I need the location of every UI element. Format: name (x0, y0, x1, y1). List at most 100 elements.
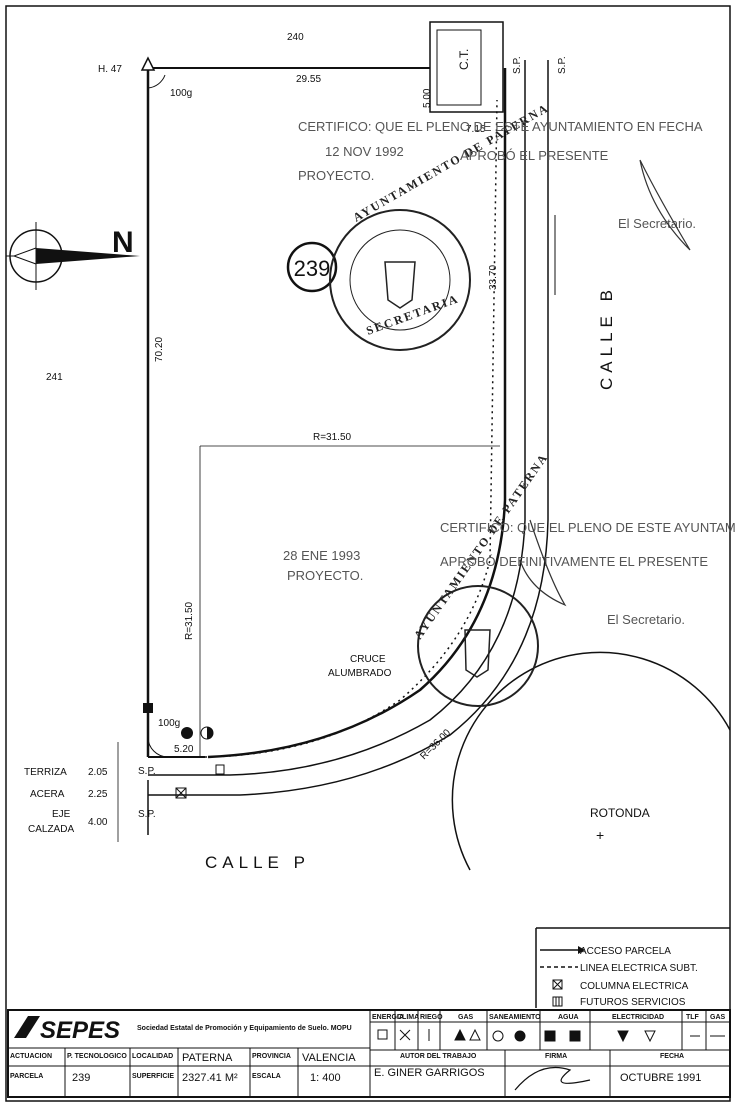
cert-date-1: 12 NOV 1992 (325, 144, 404, 159)
cert-date-2: 28 ENE 1993 (283, 548, 360, 563)
localidad-value: PATERNA (182, 1052, 233, 1064)
service-gas-1: GAS (458, 1014, 474, 1021)
service-energia: ENERGIA (372, 1014, 404, 1021)
service-tlf: TLF (686, 1014, 700, 1021)
half-circle-fill (207, 727, 213, 739)
sp-label-2: S.P. (557, 56, 568, 74)
dim-top: 29.55 (296, 74, 321, 85)
service-electricidad: ELECTRICIDAD (612, 1014, 664, 1021)
provincia-value: VALENCIA (302, 1052, 356, 1064)
actuacion-value: P. TECNOLOGICO (67, 1053, 127, 1060)
road-lines (147, 60, 556, 835)
street-east: CALLE B (597, 285, 616, 390)
cert-project-2: PROYECTO. (287, 568, 363, 583)
fecha-label: FECHA (660, 1053, 684, 1060)
service-clima: CLIMA (397, 1014, 419, 1021)
cruce-label-1: CRUCE (350, 654, 386, 665)
legend-label-2: LINEA ELECTRICA SUBT. (580, 963, 698, 974)
signature-1 (639, 159, 691, 251)
street-south: CALLE P (205, 853, 310, 872)
service-saneamiento: SANEAMIENTO (489, 1014, 541, 1021)
cert-project-1: PROYECTO. (298, 168, 374, 183)
title-block (7, 1009, 731, 1098)
cert-text-2: CERTIFICO: QUE EL PLENO DE ESTE AYUNTAMI… (440, 520, 736, 535)
firma-label: FIRMA (545, 1053, 567, 1060)
logo-text: SEPES (40, 1017, 120, 1044)
autor-value: E. GINER GARRIGOS (374, 1067, 485, 1079)
seal-stamp-1 (329, 209, 471, 351)
angle-top: 100g (170, 88, 192, 99)
crossed-box-icon (552, 979, 563, 990)
neighbor-west: 241 (46, 372, 63, 383)
radius-road: R=36.00 (418, 727, 453, 762)
autor-label: AUTOR DEL TRABAJO (400, 1053, 477, 1060)
triangle-marker-icon (140, 56, 156, 71)
legend-label-1: ACCESO PARCELA (580, 946, 671, 957)
superficie-label: SUPERFICIE (132, 1073, 174, 1080)
angle-arc-top (147, 74, 166, 89)
parcela-label: PARCELA (10, 1073, 43, 1080)
cert-approved-1: APROBÓ EL PRESENTE (460, 148, 609, 163)
provincia-label: PROVINCIA (252, 1053, 291, 1060)
legend-label-4: FUTUROS SERVICIOS (580, 997, 686, 1008)
radius-h: R=31.50 (313, 432, 352, 443)
legend: ACCESO PARCELA LINEA ELECTRICA SUBT. COL… (535, 927, 730, 1008)
parcela-value: 239 (72, 1072, 90, 1084)
dim-corner: 5.20 (174, 744, 194, 755)
signature-2 (519, 519, 567, 607)
superficie-value: 2327.41 M² (182, 1072, 238, 1084)
legend-label-3: COLUMNA ELECTRICA (580, 981, 689, 992)
parcel-circle (286, 241, 338, 293)
double-bar-icon (552, 996, 563, 1007)
radius-v: R=31.50 (184, 601, 195, 640)
cert-text-1: CERTIFICO: QUE EL PLENO DE ESTE AYUNTAMI… (298, 119, 703, 134)
dim-east: 33.70 (488, 265, 499, 290)
calzada-value: 4.00 (88, 817, 108, 828)
localidad-label: LOCALIDAD (132, 1053, 173, 1060)
sp-label-1: S.P. (512, 56, 523, 74)
actuacion-label: ACTUACION (10, 1053, 52, 1060)
plot-boundary (146, 67, 507, 759)
road-section: TERRIZA 2.05 ACERA 2.25 EJE CALZADA 4.00 (24, 742, 119, 842)
angle-arc-bottom (147, 736, 169, 758)
ct-building: C.T. (429, 21, 504, 113)
sp-label-4: S.P. (138, 809, 156, 820)
electric-column-icon (175, 787, 187, 799)
terriza-label: TERRIZA (24, 767, 67, 778)
north-arrow-icon (6, 222, 140, 290)
seal-stamp-2 (417, 585, 539, 707)
escala-label: ESCALA (252, 1073, 281, 1080)
roundabout-label: ROTONDA (590, 806, 650, 820)
roundabout-arc (451, 651, 731, 871)
escala-value: 1: 400 (310, 1072, 341, 1084)
eje-label: EJE (52, 809, 71, 820)
service-riego: RIEGO (420, 1014, 443, 1021)
service-symbols (377, 1028, 725, 1043)
angle-bottom: 100g (158, 718, 180, 729)
light-pole-icon (181, 727, 193, 739)
sepes-logo: SEPES (14, 1016, 120, 1044)
ct-label: C.T. (457, 49, 471, 70)
service-gas-2: GAS (710, 1014, 726, 1021)
north-letter: N (112, 226, 134, 259)
neighbor-north: 240 (287, 32, 304, 43)
cert-secretary-1: El Secretario. (618, 216, 696, 231)
square-marker-icon (143, 703, 153, 713)
electric-column-cross (175, 787, 187, 799)
future-services-icon (215, 764, 225, 775)
radius-construction (199, 445, 500, 757)
parcel-number: 239 (294, 256, 331, 281)
cert-approved-2: APROBÓ DEFINITIVAMENTE EL PRESENTE (440, 554, 708, 569)
service-agua: AGUA (558, 1014, 579, 1021)
arrow-line-icon (540, 946, 585, 954)
roundabout-center-mark: + (596, 827, 604, 843)
sp-label-3: S.P. (138, 766, 156, 777)
corner-label: H. 47 (98, 64, 122, 75)
dim-ct-edge: 7.15 (466, 124, 486, 135)
cruce-label-2: ALUMBRADO (328, 668, 392, 679)
acera-label: ACERA (30, 789, 65, 800)
dim-ct: 5.00 (422, 88, 433, 108)
fecha-value: OCTUBRE 1991 (620, 1072, 701, 1084)
